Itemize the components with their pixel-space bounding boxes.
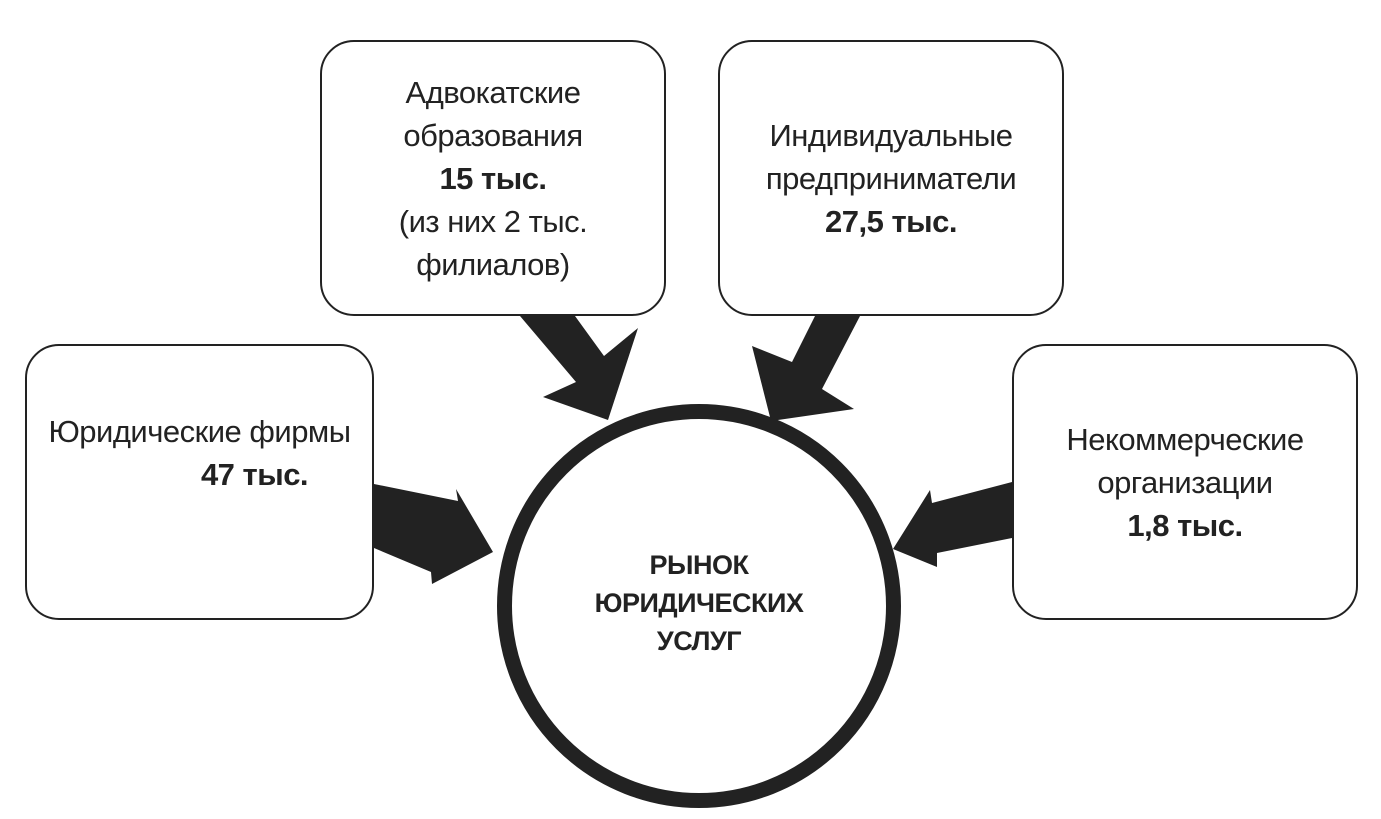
arrow-from-advocate	[520, 316, 638, 420]
box-advocate-title-line-1: Адвокатские	[405, 74, 581, 110]
box-advocate-title-line-2: образования	[403, 117, 583, 153]
box-nonprofits-value: 1,8 тыс.	[1127, 507, 1243, 543]
box-law-firms-value: 47 тыс.	[200, 457, 309, 492]
box-nonprofits-title-line-2: организации	[1097, 464, 1273, 500]
arrow-from-law-firms	[374, 484, 493, 584]
box-nonprofits-title-line-1: Некоммерческие	[1066, 421, 1304, 457]
box-entrepreneurs-title-line-2: предприниматели	[765, 160, 1017, 196]
box-nonprofit-organizations: Некоммерческие организации 1,8 тыс.	[1012, 344, 1358, 620]
center-label: РЫНОК ЮРИДИЧЕСКИХ УСЛУГ	[594, 550, 804, 656]
box-entrepreneurs-title-line-1: Индивидуальные	[769, 117, 1013, 153]
box-advocate-formations: Адвокатские образования 15 тыс. (из них …	[320, 40, 666, 316]
arrow-from-nonprofits	[893, 482, 1012, 567]
box-law-firms-title-line-1: Юридические фирмы	[48, 414, 351, 449]
arrow-from-entrepreneurs	[752, 316, 860, 421]
box-advocate-note-line-1: (из них 2 тыс.	[398, 203, 588, 239]
box-individual-entrepreneurs: Индивидуальные предприниматели 27,5 тыс.	[718, 40, 1064, 316]
box-advocate-value: 15 тыс.	[439, 160, 547, 196]
center-circle-market: РЫНОК ЮРИДИЧЕСКИХ УСЛУГ	[497, 404, 901, 808]
box-advocate-note-line-2: филиалов)	[416, 246, 570, 282]
box-entrepreneurs-value: 27,5 тыс.	[825, 203, 957, 239]
box-law-firms: Юридические фирмы 47 тыс.	[25, 344, 374, 620]
